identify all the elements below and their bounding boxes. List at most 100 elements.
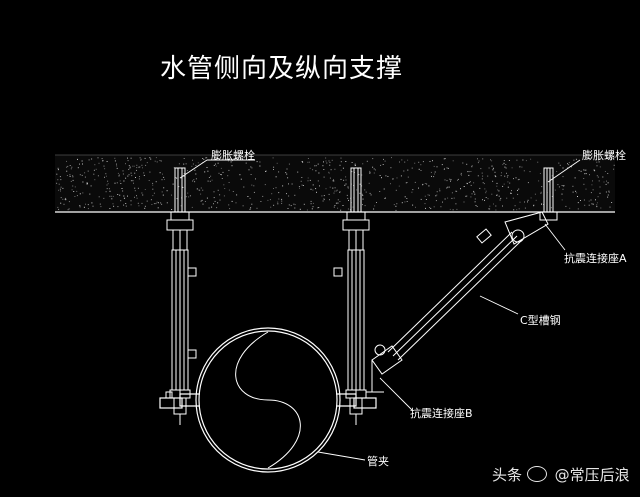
slab-speckle xyxy=(328,171,330,173)
slab-speckle xyxy=(125,203,127,204)
slab-speckle xyxy=(584,173,586,175)
slab-speckle xyxy=(86,183,88,185)
slab-speckle xyxy=(331,159,333,161)
slab-speckle xyxy=(424,203,426,205)
slab-speckle xyxy=(66,170,68,172)
seismic-base-b xyxy=(366,344,403,393)
slab-speckle xyxy=(219,194,221,196)
slab-speckle xyxy=(467,171,469,173)
slab-speckle xyxy=(589,174,590,176)
slab-speckle xyxy=(420,198,422,200)
label-pipe-clamp: 管夹 xyxy=(367,455,389,468)
slab-speckle xyxy=(214,200,216,202)
slab-speckle xyxy=(343,179,345,181)
slab-speckle xyxy=(503,160,505,161)
slab-speckle xyxy=(395,189,397,191)
slab-speckle xyxy=(93,173,95,175)
slab-speckle xyxy=(495,176,497,178)
slab-speckle xyxy=(449,208,451,210)
slab-speckle xyxy=(102,160,104,162)
slab-speckle xyxy=(91,158,93,160)
slab-speckle xyxy=(444,179,446,181)
slab-speckle xyxy=(137,187,139,189)
slab-speckle xyxy=(491,165,493,167)
slab-speckle xyxy=(79,174,81,176)
slab-speckle xyxy=(130,204,132,206)
slab-speckle xyxy=(466,195,468,197)
slab-speckle xyxy=(110,195,112,197)
slab-speckle xyxy=(195,178,197,180)
slab-speckle xyxy=(466,183,468,185)
slab-speckle xyxy=(118,175,120,177)
slab-speckle xyxy=(206,157,208,159)
slab-speckle xyxy=(315,170,317,172)
slab-speckle xyxy=(155,203,157,205)
slab-speckle xyxy=(339,201,341,202)
label-c-channel: C型槽钢 xyxy=(520,314,561,327)
slab-speckle xyxy=(436,166,438,168)
slab-speckle xyxy=(183,163,185,165)
slab-speckle xyxy=(362,198,364,200)
slab-speckle xyxy=(312,169,314,171)
slab-speckle xyxy=(124,197,126,199)
slab-speckle xyxy=(592,189,594,191)
slab-speckle xyxy=(142,167,143,169)
slab-speckle xyxy=(474,198,476,200)
slab-speckle xyxy=(485,197,487,198)
slab-speckle xyxy=(57,167,59,169)
slab-speckle xyxy=(405,182,407,184)
slab-speckle xyxy=(125,177,127,179)
slab-speckle xyxy=(314,165,316,167)
slab-speckle xyxy=(152,195,154,197)
slab-speckle xyxy=(420,164,422,166)
slab-speckle xyxy=(282,185,284,187)
slab-speckle xyxy=(369,172,371,174)
slab-speckle xyxy=(529,171,531,173)
slab-speckle xyxy=(321,195,323,197)
slab-speckle xyxy=(470,196,472,198)
slab-speckle xyxy=(537,161,539,163)
slab-speckle xyxy=(195,173,197,175)
slab-speckle xyxy=(339,191,341,193)
slab-speckle xyxy=(488,167,490,169)
slab-speckle xyxy=(471,165,473,167)
slab-speckle xyxy=(60,190,61,192)
slab-speckle xyxy=(495,205,497,207)
slab-speckle xyxy=(87,170,89,172)
slab-speckle xyxy=(130,157,132,159)
slab-speckle xyxy=(68,201,70,203)
slab-speckle xyxy=(344,184,346,186)
slab-speckle xyxy=(506,176,508,178)
slab-speckle xyxy=(242,205,244,207)
slab-speckle xyxy=(103,197,105,199)
slab-speckle xyxy=(158,202,159,204)
slab-speckle xyxy=(365,191,367,193)
slab-speckle xyxy=(496,185,498,187)
slab-speckle xyxy=(97,157,99,159)
slab-speckle xyxy=(281,198,283,200)
slab-speckle xyxy=(176,198,178,200)
slab-speckle xyxy=(77,167,79,169)
slab-speckle xyxy=(396,177,398,179)
slab-speckle xyxy=(588,200,590,202)
slab-speckle xyxy=(329,186,331,188)
slab-speckle xyxy=(253,191,255,193)
slab-speckle xyxy=(217,157,218,159)
slab-speckle xyxy=(347,186,349,188)
slab-speckle xyxy=(487,198,489,200)
slab-speckle xyxy=(447,167,449,169)
slab-speckle xyxy=(611,202,613,203)
slab-speckle xyxy=(494,171,496,173)
slab-speckle xyxy=(441,164,443,166)
slab-speckle xyxy=(315,165,317,167)
slab-speckle xyxy=(596,165,598,167)
slab-speckle xyxy=(229,208,231,210)
slab-speckle xyxy=(538,180,540,182)
slab-speckle xyxy=(192,163,194,165)
slab-speckle xyxy=(119,180,121,182)
slab-speckle xyxy=(180,177,182,179)
slab-speckle xyxy=(578,170,580,172)
slab-speckle xyxy=(337,207,339,209)
slab-speckle xyxy=(275,187,277,189)
slab-speckle xyxy=(293,203,295,205)
